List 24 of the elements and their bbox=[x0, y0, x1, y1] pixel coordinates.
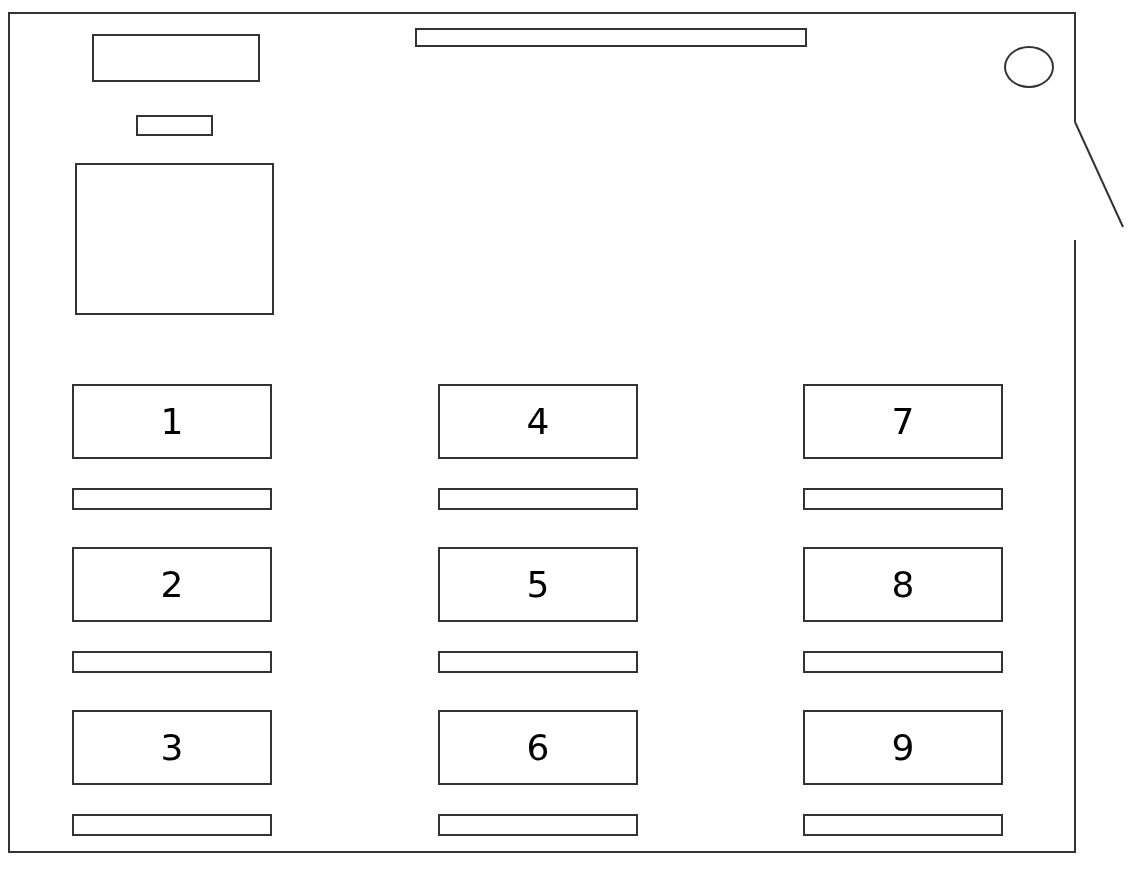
rectangle-outline bbox=[72, 651, 272, 673]
numbered-box: 3 bbox=[72, 710, 272, 785]
rectangle-outline bbox=[92, 34, 260, 82]
rectangle-outline bbox=[438, 651, 638, 673]
numbered-box: 6 bbox=[438, 710, 638, 785]
numbered-box: 1 bbox=[72, 384, 272, 459]
rectangle-outline bbox=[415, 28, 807, 47]
numbered-box: 4 bbox=[438, 384, 638, 459]
room-outline bbox=[9, 13, 1075, 852]
numbered-box: 8 bbox=[803, 547, 1003, 622]
rectangle-outline bbox=[803, 651, 1003, 673]
rectangle-outline bbox=[72, 488, 272, 510]
rectangle-outline bbox=[803, 488, 1003, 510]
numbered-box: 7 bbox=[803, 384, 1003, 459]
circle-outline bbox=[1004, 46, 1054, 88]
rectangle-outline bbox=[136, 115, 213, 136]
rectangle-outline bbox=[75, 163, 274, 315]
rectangle-outline bbox=[438, 814, 638, 836]
numbered-box: 2 bbox=[72, 547, 272, 622]
rectangle-outline bbox=[72, 814, 272, 836]
numbered-box: 9 bbox=[803, 710, 1003, 785]
rectangle-outline bbox=[438, 488, 638, 510]
rectangle-outline bbox=[803, 814, 1003, 836]
numbered-box: 5 bbox=[438, 547, 638, 622]
